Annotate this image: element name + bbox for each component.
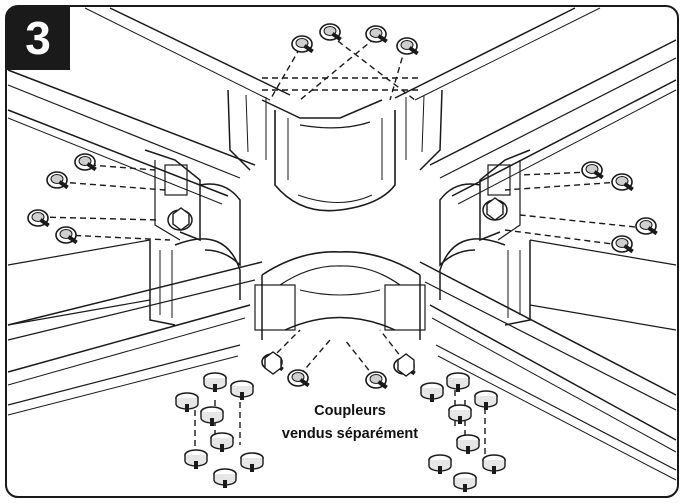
hex-nuts bbox=[172, 197, 504, 377]
frame-arm-lower-left bbox=[7, 261, 263, 416]
bracket-right bbox=[439, 149, 531, 267]
couplers-note-line1: Coupleurs bbox=[314, 403, 386, 419]
step-number: 3 bbox=[25, 12, 51, 64]
frame-arm-upper-right bbox=[394, 7, 677, 205]
frame-arm-upper-left bbox=[7, 7, 291, 205]
frame-arm-lower-right bbox=[419, 261, 677, 481]
coupler-bottom bbox=[254, 251, 426, 340]
coupler-top bbox=[261, 99, 396, 212]
alignment-guides bbox=[39, 34, 646, 455]
couplers-note: Coupleurs vendus séparément bbox=[250, 400, 450, 446]
frame-arm-left-middle bbox=[7, 238, 241, 326]
step-number-badge: 3 bbox=[6, 6, 70, 70]
frame-arm-right-middle bbox=[439, 238, 677, 331]
couplers-note-line2: vendus séparément bbox=[281, 426, 419, 442]
